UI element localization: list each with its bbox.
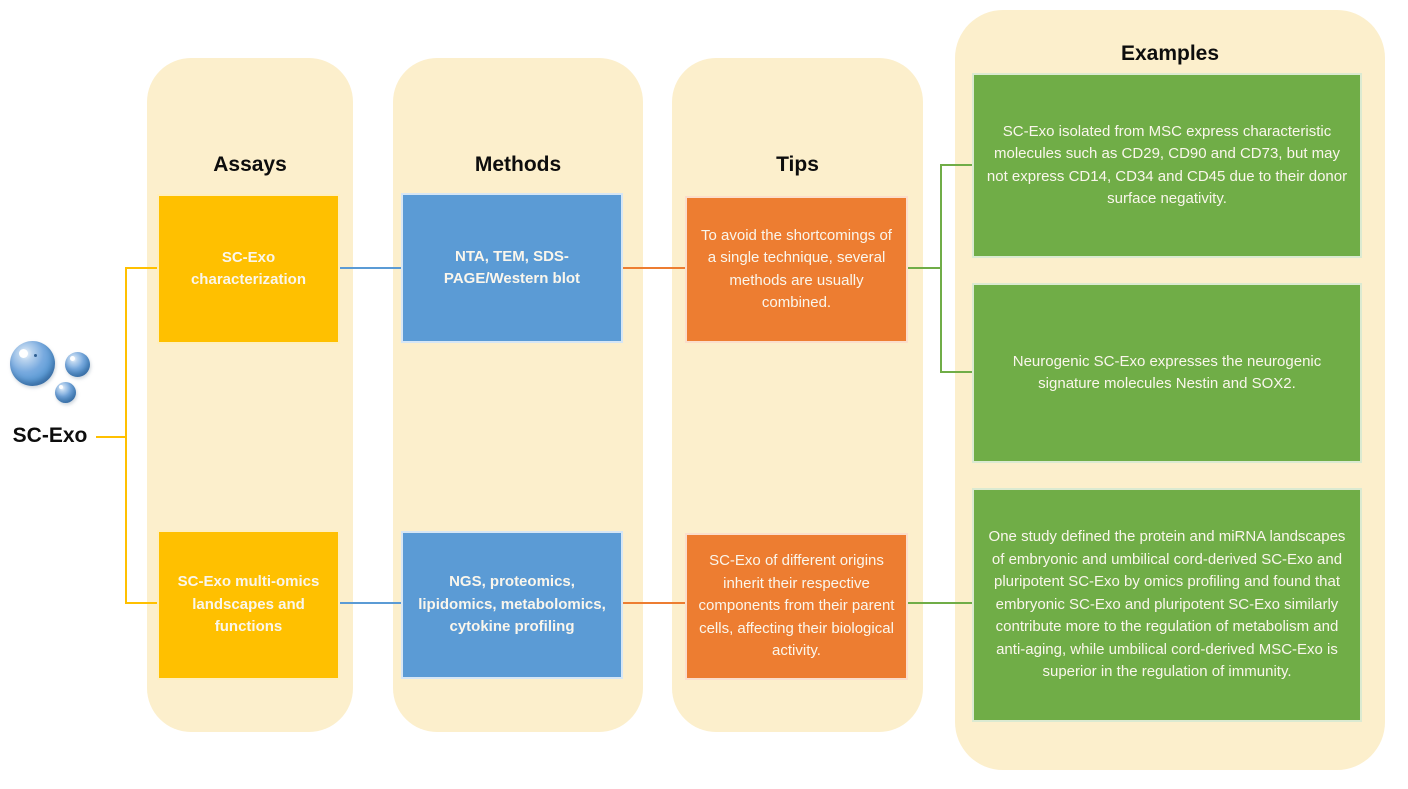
connector-root-to-assays-row2 [125, 602, 158, 604]
assays-box-multi-omics: SC-Exo multi-omics landscapes and functi… [157, 530, 340, 680]
tips-box-combined-methods: To avoid the shortcomings of a single te… [685, 196, 908, 343]
bubble-highlight-icon [70, 356, 75, 361]
assays-box-characterization: SC-Exo characterization [157, 194, 340, 344]
exosome-bubble-large-icon [10, 341, 55, 386]
example-box3-label: One study defined the protein and miRNA … [988, 528, 1346, 681]
tips-box-origins: SC-Exo of different origins inherit thei… [685, 533, 908, 680]
root-label-sc-exo: SC-Exo [12, 424, 88, 447]
connector-root-to-assays-row1 [125, 267, 158, 269]
bubble-highlight-icon [59, 385, 63, 389]
connector-root-bracket-vertical [125, 267, 127, 604]
column-header-methods: Methods [474, 153, 562, 176]
connector-to-example2 [940, 371, 972, 373]
example-box2-label: Neurogenic SC-Exo expresses the neurogen… [1012, 352, 1322, 393]
exosome-bubble-small-icon [55, 382, 76, 403]
column-header-examples: Examples [1120, 42, 1220, 65]
exosome-bubble-medium-icon [65, 352, 90, 377]
connector-to-example1 [940, 164, 972, 166]
bubble-dot-icon [34, 354, 37, 357]
connector-tips-example3 [908, 602, 972, 604]
assays-box1-label: SC-Exo characterization [190, 248, 307, 289]
connector-examples-bracket-vertical [940, 164, 942, 373]
assays-box2-label: SC-Exo multi-omics landscapes and functi… [177, 573, 320, 636]
column-header-assays: Assays [213, 153, 287, 176]
connector-assays-methods-row2 [340, 602, 401, 604]
example-box1-label: SC-Exo isolated from MSC express charact… [986, 122, 1348, 208]
connector-root-stub [96, 436, 126, 438]
bubble-highlight-icon [19, 349, 28, 358]
column-header-tips: Tips [776, 153, 819, 176]
connector-tips-examples-stub [908, 267, 941, 269]
tips-box1-label: To avoid the shortcomings of a single te… [701, 226, 892, 312]
example-box-omics-study: One study defined the protein and miRNA … [972, 488, 1362, 722]
connector-methods-tips-row2 [623, 602, 685, 604]
connector-methods-tips-row1 [623, 267, 685, 269]
methods-box-ngs-omics: NGS, proteomics, lipidomics, metabolomic… [401, 531, 623, 679]
example-box-msc-markers: SC-Exo isolated from MSC express charact… [972, 73, 1362, 258]
methods-box-nta-tem: NTA, TEM, SDS-PAGE/Western blot [401, 193, 623, 343]
methods-box2-label: NGS, proteomics, lipidomics, metabolomic… [418, 573, 606, 636]
example-box-neurogenic: Neurogenic SC-Exo expresses the neurogen… [972, 283, 1362, 463]
connector-assays-methods-row1 [340, 267, 401, 269]
tips-box2-label: SC-Exo of different origins inherit thei… [698, 552, 895, 660]
methods-box1-label: NTA, TEM, SDS-PAGE/Western blot [443, 247, 581, 288]
